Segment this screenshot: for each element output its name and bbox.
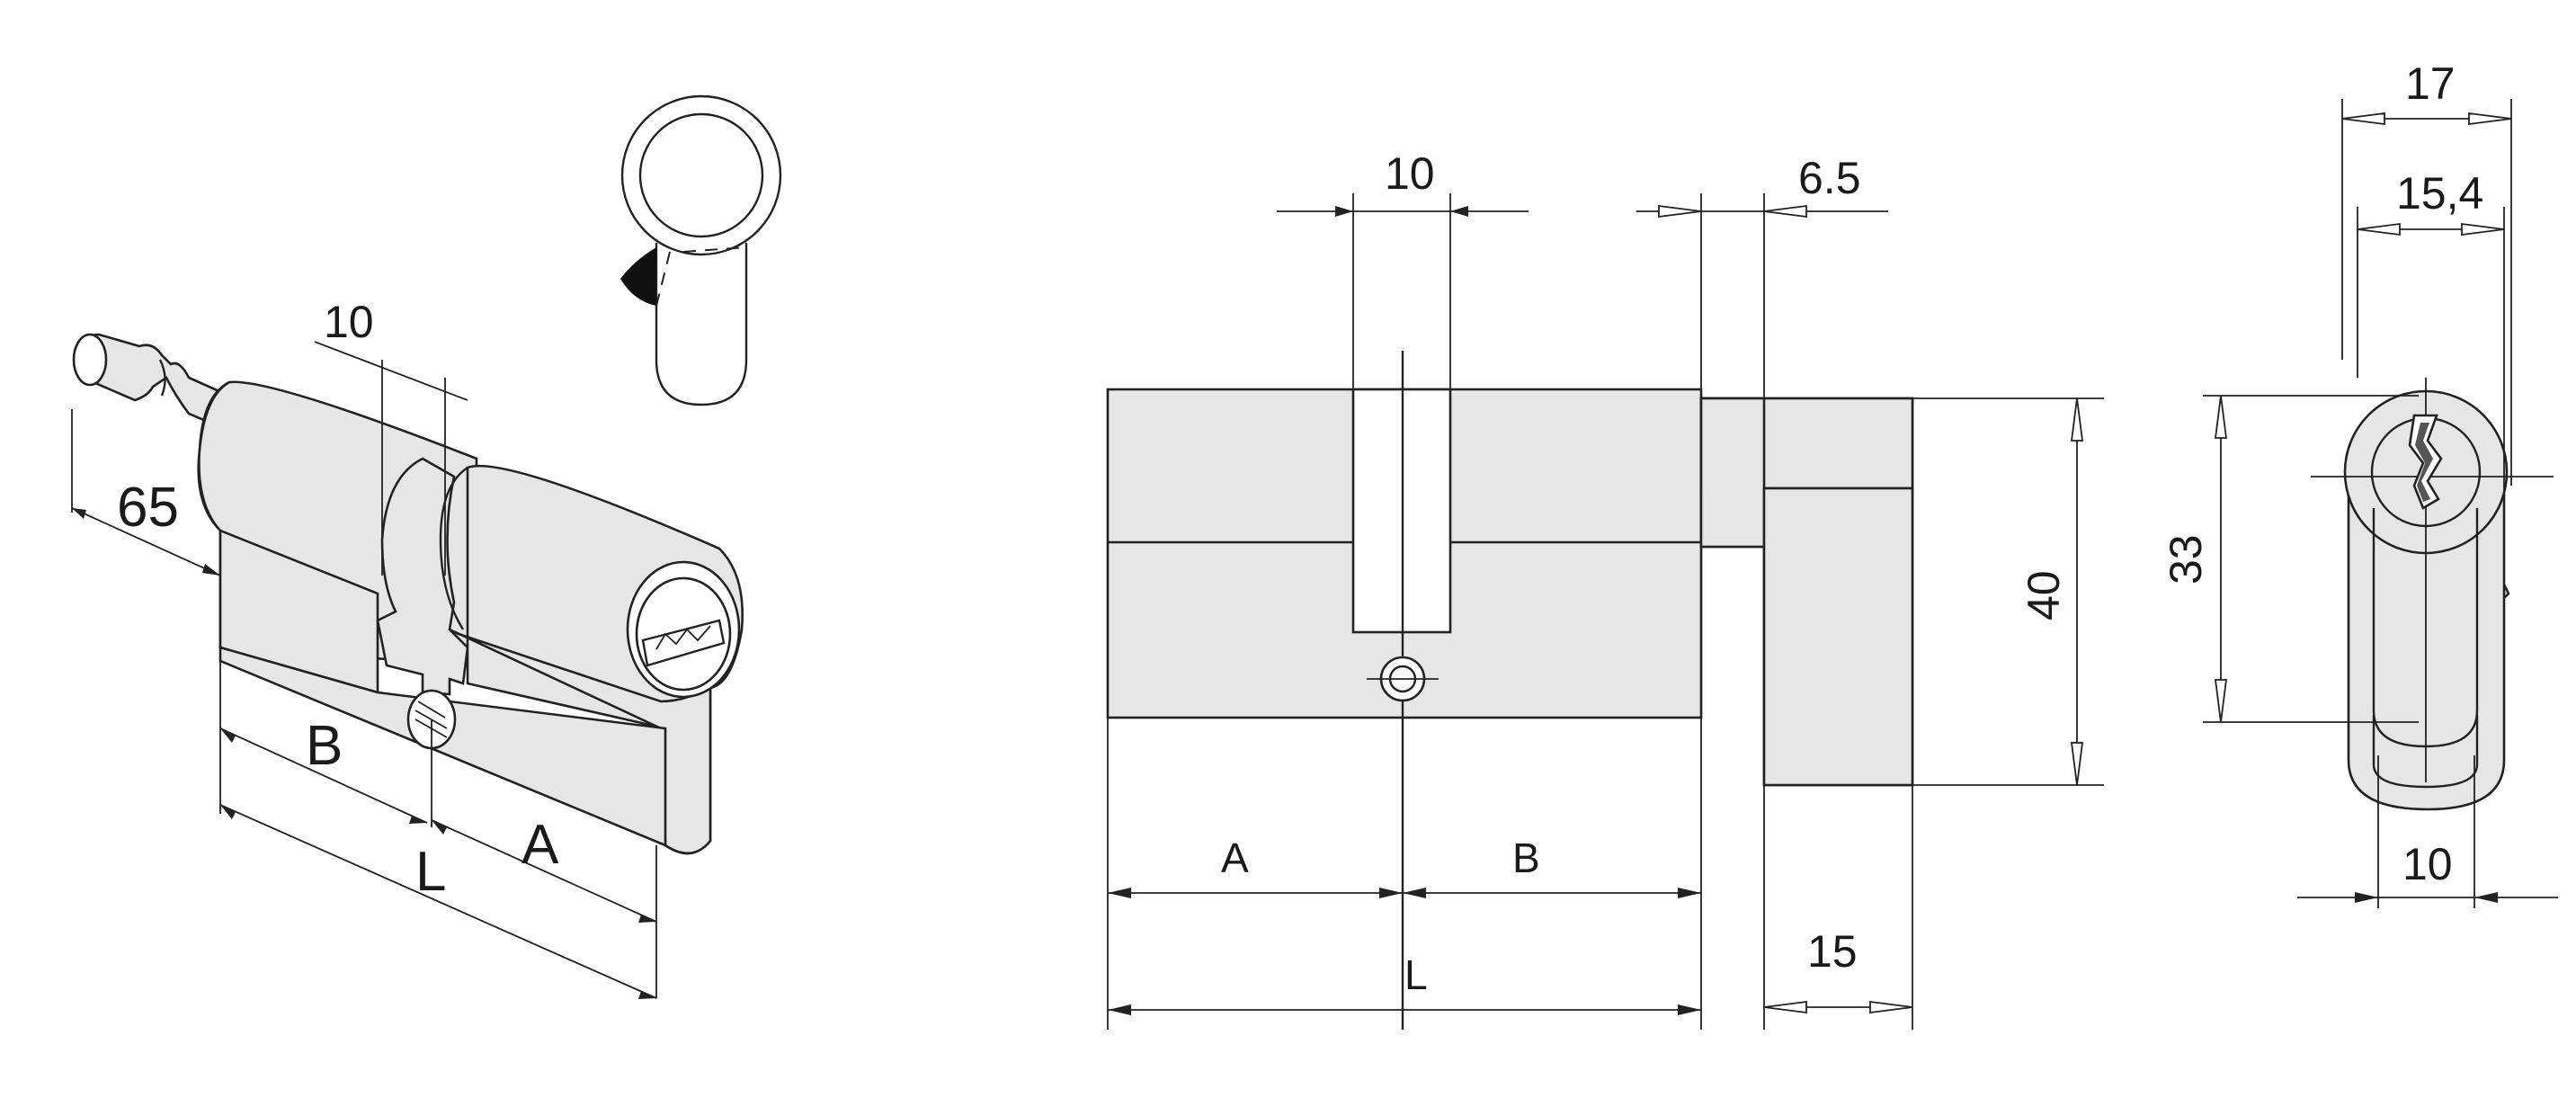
front-dim-height: 40 (2019, 570, 2069, 620)
side-dim-head: 33 (2161, 534, 2211, 585)
side-dim-body: 10 (2402, 839, 2453, 889)
side-dim-outer: 17 (2405, 58, 2456, 109)
front-dim-knob: 15 (1807, 926, 1858, 977)
front-label-l: L (1404, 951, 1428, 998)
iso-knob-shaft (72, 333, 231, 429)
iso-dimension-lines (71, 341, 657, 999)
iso-dim-cam: 10 (324, 297, 374, 347)
front-view: 10 6.5 40 15 A B L (1106, 148, 2104, 1030)
iso-dim-knob: 65 (117, 477, 179, 539)
iso-label-l: L (415, 841, 446, 903)
iso-label-b: B (306, 715, 343, 777)
profile-outline (620, 94, 782, 406)
side-dim-inner: 15,4 (2396, 168, 2483, 219)
front-dim-gap: 6.5 (1798, 153, 1861, 203)
front-label-b: B (1512, 835, 1540, 881)
front-label-a: A (1221, 835, 1249, 881)
front-dim-cam: 10 (1385, 148, 1435, 199)
iso-keyface (626, 560, 741, 699)
iso-label-a: A (521, 814, 559, 876)
side-view: 17 15,4 33 10 (2161, 58, 2558, 908)
isometric-view: 65 10 B L A (71, 297, 744, 999)
